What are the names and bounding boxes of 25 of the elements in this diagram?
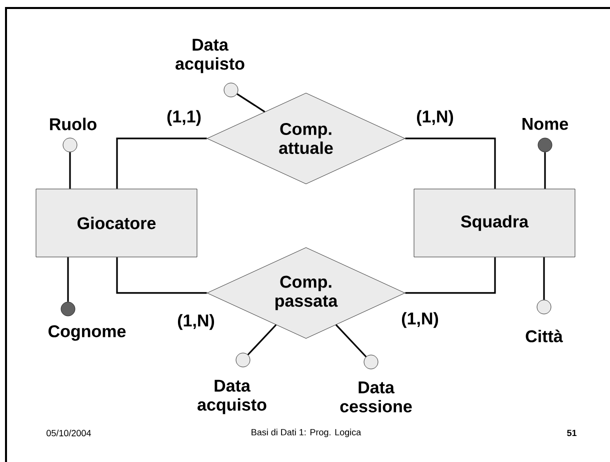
entity-box: Giocatore [36,188,198,258]
connector-line [405,138,496,189]
attribute-label: Data acquisto [176,38,244,74]
connector-line [236,93,266,112]
connector-line [247,324,277,356]
entity-box: Squadra [414,188,576,258]
footer-text: 51 [567,430,577,436]
connector-line [116,138,207,189]
attribute-label: Ruolo [50,118,96,130]
connector-line [335,324,367,358]
connector-line [67,257,69,302]
footer-text: Basi di Dati 1: Prog. Logica [252,428,362,438]
attribute-label: Data cessione [340,382,412,412]
cardinality-label: (1,N) [416,110,454,126]
attribute-label: Data acquisto [198,380,266,414]
connector-line [69,152,71,189]
attribute-label: Cognome [48,325,126,341]
connector-line [544,152,546,189]
footer-text: 05/10/2004 [46,430,91,436]
connector-line [543,257,545,300]
connector-line [405,257,496,294]
attribute-label: Nome [522,118,568,130]
connector-line [116,257,207,294]
attribute-label: Città [526,330,563,342]
cardinality-label: (1,1) [167,110,201,126]
